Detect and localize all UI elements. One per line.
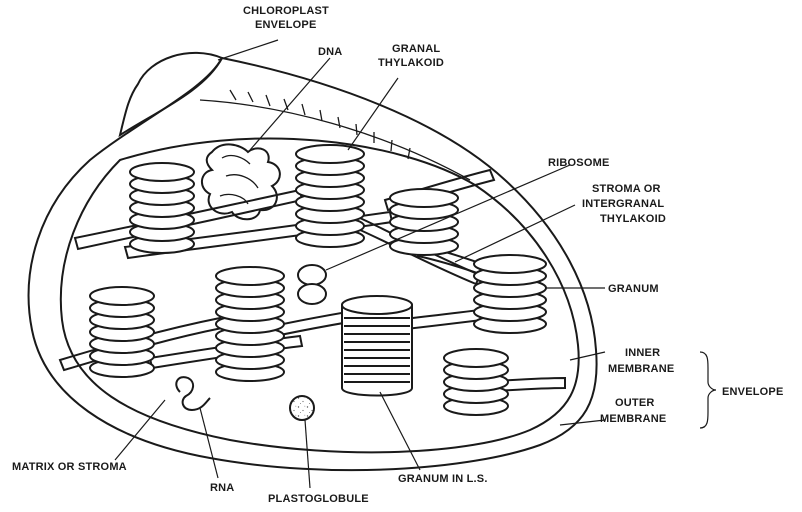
granum-stack-4	[474, 255, 546, 333]
label-stroma-thylakoid-line2: INTERGRANAL	[582, 198, 664, 210]
label-inner-membrane-line2: MEMBRANE	[608, 363, 674, 375]
granum-stack-5	[90, 287, 154, 377]
granum-stack-1	[130, 163, 194, 253]
label-outer-membrane-line1: OUTER	[615, 397, 655, 409]
label-granum-in-ls: GRANUM IN L.S.	[398, 473, 488, 485]
label-rna: RNA	[210, 482, 234, 494]
granum-stack-2	[296, 145, 364, 247]
label-stroma-thylakoid-line1: STROMA OR	[592, 183, 661, 195]
label-ribosome: RIBOSOME	[548, 157, 610, 169]
granum-stack-6	[216, 267, 284, 381]
granum-stack-3	[390, 189, 458, 255]
label-outer-membrane-line2: MEMBRANE	[600, 413, 666, 425]
plastoglobule	[290, 396, 314, 420]
label-matrix-or-stroma: MATRIX OR STROMA	[12, 461, 127, 473]
ribosome	[298, 265, 326, 304]
granum-stack-7	[444, 349, 508, 415]
label-granal-thylakoid-line1: GRANAL	[392, 43, 440, 55]
label-granal-thylakoid-line2: THYLAKOID	[378, 57, 444, 69]
label-granum: GRANUM	[608, 283, 659, 295]
rna-strand	[176, 377, 210, 410]
granum-longitudinal-section	[342, 296, 412, 396]
label-plastoglobule: PLASTOGLOBULE	[268, 493, 369, 505]
label-chloroplast-envelope-line1: CHLOROPLAST	[243, 5, 329, 17]
label-stroma-thylakoid-line3: THYLAKOID	[600, 213, 666, 225]
label-inner-membrane-line1: INNER	[625, 347, 660, 359]
label-chloroplast-envelope-line2: ENVELOPE	[255, 19, 317, 31]
label-dna: DNA	[318, 46, 342, 58]
label-envelope: ENVELOPE	[722, 386, 784, 398]
